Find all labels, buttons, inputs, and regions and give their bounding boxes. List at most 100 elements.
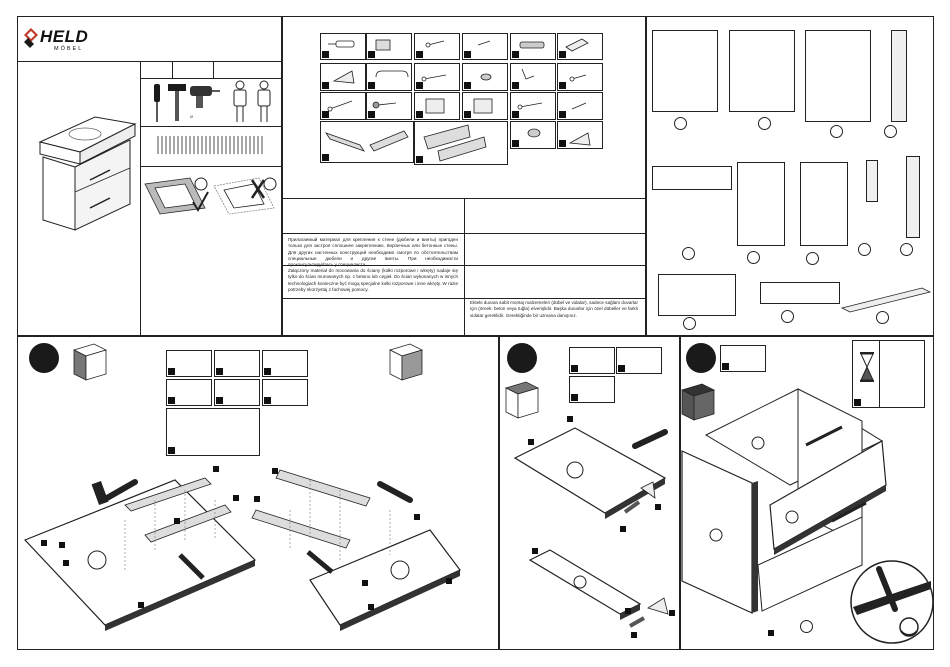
step1-callout-b (59, 542, 65, 548)
timer-divider (879, 340, 880, 408)
step1-callout-h (254, 496, 260, 502)
divider-tools-v1 (172, 61, 173, 78)
divider-notes-v (464, 198, 465, 336)
hardware-confirmat-screw (510, 92, 556, 120)
hardware-hook (510, 63, 556, 91)
part-number-5 (682, 247, 695, 260)
step1-callout-i (272, 468, 278, 474)
step3-detail-magnifier (850, 560, 934, 644)
step2-assembly-bottom (528, 549, 669, 628)
part-number-11 (781, 310, 794, 323)
step1-parts-clamp-r (214, 379, 260, 406)
panel-tall-strip (906, 156, 920, 238)
divider-tools-2 (140, 126, 282, 127)
step1-callout-e (213, 466, 219, 472)
panel-back (805, 30, 871, 122)
screwdriver-icon (154, 84, 160, 122)
panel-bottom-cutout (737, 162, 785, 246)
step1-callout-g (174, 518, 180, 524)
step1-callout-m (368, 604, 374, 610)
step1-callout-j (414, 514, 420, 520)
assemble-on-floor-bad-icon (213, 177, 277, 215)
hardware-glyphs (325, 38, 591, 162)
part-number-8 (858, 243, 871, 256)
step2-parts-wedge (569, 376, 615, 403)
part-number-7 (806, 252, 819, 265)
divider-v-right (645, 16, 647, 336)
step2-callout-a (567, 416, 573, 422)
step2-assembly-top (513, 427, 668, 519)
note-russian: Прилагаемый материал для крепления к сте… (288, 237, 458, 268)
panel-small-block (866, 160, 878, 202)
step-marker-1 (29, 343, 59, 373)
step3-part-ref (800, 620, 813, 633)
part-number-4 (884, 125, 897, 138)
step3-callout-a (768, 630, 774, 636)
panel-strip-vertical (891, 30, 907, 122)
note-polish: Załączony materiał do mocowania do ścian… (288, 268, 458, 292)
step2-callout-e (532, 548, 538, 554)
part-number-10 (683, 317, 696, 330)
panel-drawer-front-bottom (658, 274, 736, 316)
part-number-1 (674, 117, 687, 130)
part-number-9 (900, 243, 913, 256)
step1-callout-d (138, 602, 144, 608)
part-number-2 (758, 117, 771, 130)
step-marker-3 (686, 343, 716, 373)
part-number-12 (876, 311, 889, 324)
hardware-handle (366, 63, 412, 91)
step1-parts-screw (214, 350, 260, 377)
drill-icon: Ø (190, 86, 220, 119)
step1-parts-dowel (166, 350, 212, 377)
divider-horizontal-main (17, 335, 934, 337)
step1-callout-f (233, 495, 239, 501)
step2-callout-c (655, 504, 661, 510)
panel-rail (760, 282, 840, 304)
panel-side-left (652, 30, 718, 112)
step2-parts-hinge (569, 347, 615, 374)
hardware-drawer-runners (320, 121, 414, 163)
assemble-on-carpet-good-icon (144, 177, 209, 215)
part-number-3 (830, 125, 843, 138)
step2-callout-h (631, 632, 637, 638)
step1-callout-l (362, 580, 368, 586)
brand-name: HELD (40, 27, 89, 46)
step1-parts-bracket (262, 350, 308, 377)
divider-logo (17, 61, 282, 62)
step3-parts-screw (720, 345, 766, 372)
two-persons-icon (233, 80, 271, 122)
hardware-screw-small (414, 33, 460, 60)
panel-profile-strip (840, 287, 932, 313)
hourglass-icon (860, 352, 874, 382)
divider-step2 (498, 336, 500, 650)
step-marker-2 (507, 343, 537, 373)
hardware-ruler-strip (157, 136, 263, 154)
panel-side-right (729, 30, 795, 112)
divider-product (140, 61, 141, 336)
part-number-6 (747, 251, 760, 264)
step2-callout-d (620, 526, 626, 532)
step2-callout-b (528, 439, 534, 445)
step3-assembly-cabinet (681, 388, 887, 614)
step3-cabinet-icon (680, 383, 716, 421)
brand-subname: MÖBEL (54, 46, 84, 52)
step1-parts-long-screw (262, 379, 308, 406)
step2-cabinet-icon (504, 381, 540, 419)
step2-parts-dowel (616, 347, 662, 374)
step1-callout-c (63, 560, 69, 566)
svg-text:Ø: Ø (190, 114, 193, 119)
step2-callout-f (625, 608, 631, 614)
step1-cabinet-end-icon (388, 343, 424, 381)
sheet-frame (17, 16, 934, 650)
logo-mark-icon (24, 28, 38, 48)
step1-assembly-right (251, 469, 461, 631)
divider-tools-v2 (213, 61, 214, 78)
hardware-screw-tiny (462, 33, 508, 60)
step1-assembly-left (23, 477, 257, 631)
divider-v-left (281, 16, 283, 336)
divider-step3 (679, 336, 681, 650)
note-turkish: Ekteki duvara sabit montaj malzemeleri (… (470, 300, 638, 318)
hardware-clamp-right (462, 92, 508, 120)
panel-drawer-front-top (652, 166, 732, 190)
divider-tools-1 (140, 78, 282, 79)
